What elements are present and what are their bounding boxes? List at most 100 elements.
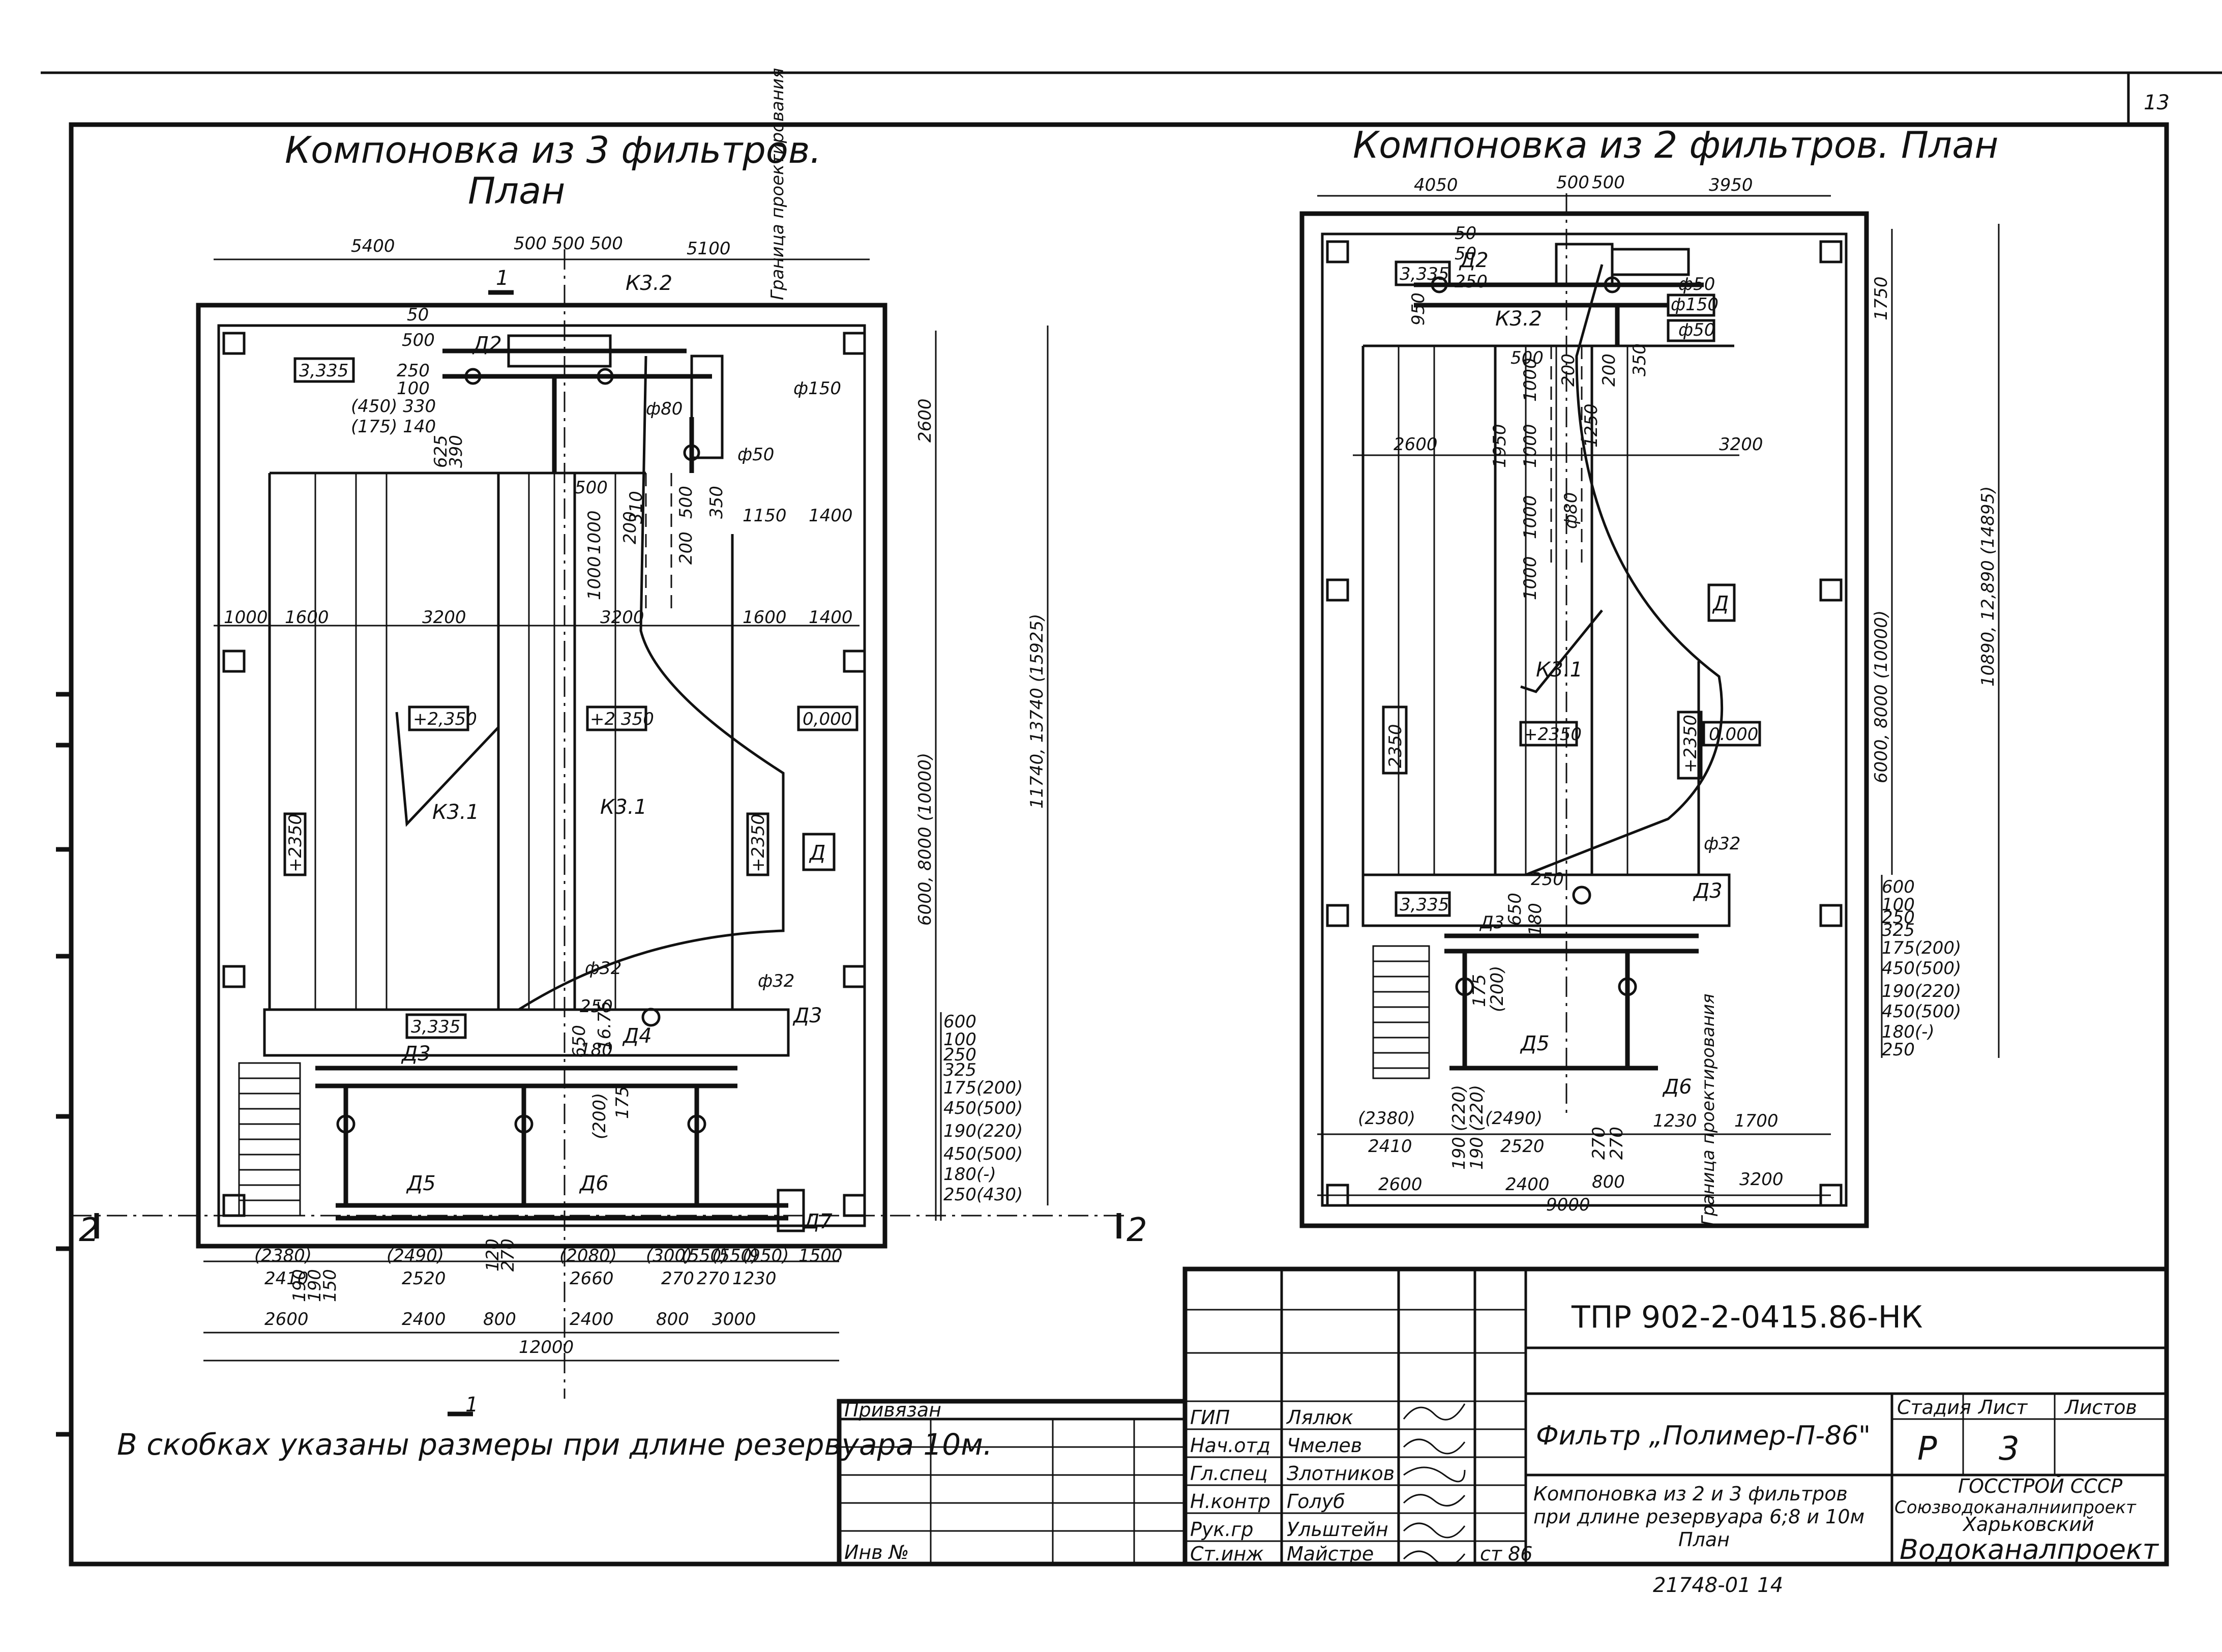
title-block: ТПР 902-2-0415.86-НК Привязан Инв № ГИП …	[837, 1266, 2169, 1567]
left-ul-dim-3: 250	[397, 361, 430, 381]
left-pipe-d3b: Д3	[792, 1004, 822, 1027]
left-pipe-d2: Д2	[472, 333, 502, 356]
right-elev-4: +2350	[1680, 715, 1701, 773]
name-ruk-gr: Ульштейн	[1287, 1518, 1388, 1541]
left-pipe-d5: Д5	[406, 1172, 436, 1195]
right-inner-vdim-1: 950	[1408, 292, 1429, 326]
left-top-dim-2: 500	[514, 233, 547, 254]
left-pipe-f150: ф150	[793, 378, 841, 399]
left-b1-7: (950)	[743, 1246, 789, 1266]
right-plan-title: Компоновка из 2 фильтров. План	[1353, 124, 1998, 166]
right-vdim-1750: 1750	[1871, 276, 1891, 320]
left-pipe-dim-1: 500	[575, 478, 608, 498]
sheet-frame: 13	[41, 71, 2222, 1567]
left-top-dim-5: 5100	[687, 239, 731, 259]
right-inner-vdim-6: 1000	[1520, 556, 1540, 600]
right-zone-boundary	[1525, 264, 1724, 876]
right-elev-5: 0.000	[1709, 724, 1758, 745]
left-b2-3: 2660	[570, 1268, 614, 1289]
right-b1-4: 1700	[1734, 1111, 1779, 1131]
left-pipe-k32: К3.2	[626, 272, 672, 295]
left-right-dim-1: 1150	[743, 506, 787, 526]
right-pipe-f50a: ф50	[1678, 274, 1715, 294]
right-boundary-label: Граница проектирования	[1698, 994, 1719, 1226]
left-elev-3: +2 350	[590, 709, 654, 729]
right-bottom-small-2: 190 (220)	[1467, 1085, 1487, 1170]
right-elev-6: 3,335	[1400, 895, 1449, 915]
left-plan-subtitle: План	[468, 169, 565, 212]
left-low-5: (200)	[589, 1093, 610, 1139]
archive-number: 21748-01 14	[1653, 1574, 1783, 1597]
left-elev-4: 0,000	[803, 709, 852, 729]
right-pipe-k31: К3.1	[1536, 658, 1583, 682]
right-stack-5: 175(200)	[1882, 938, 1961, 958]
doc-code: ТПР 902-2-0415.86-НК	[1571, 1300, 1923, 1335]
left-low-11: 150	[320, 1269, 340, 1302]
right-mid-dim-1: 2600	[1394, 434, 1438, 455]
left-stack-5: 175(200)	[943, 1078, 1023, 1098]
right-stack-7: 190(220)	[1882, 981, 1961, 1001]
left-stack-10: 250(430)	[943, 1185, 1023, 1205]
left-b3-2: 2400	[402, 1309, 446, 1330]
left-low-7: 120	[483, 1238, 503, 1272]
org-line-2: Союзводоканалниипроект	[1894, 1497, 2137, 1518]
left-lower-manifold	[315, 1008, 805, 1232]
left-low-6: 175	[612, 1086, 633, 1119]
left-low-8: 270	[498, 1238, 518, 1272]
right-pipe-f80: ф80	[1561, 492, 1581, 529]
right-b2-2: 2520	[1500, 1136, 1545, 1157]
right-misc-1: 50	[1455, 223, 1476, 244]
right-stack-6: 450(500)	[1882, 958, 1961, 979]
left-stack-1: 600	[943, 1012, 976, 1032]
left-vdim-2600: 2600	[915, 398, 935, 442]
left-pipe-dim-7: 500	[676, 486, 696, 519]
left-pipe-k31a: К3.1	[432, 801, 479, 824]
left-b1-1: (2380)	[254, 1246, 312, 1266]
left-pipe-f80: ф80	[646, 399, 683, 419]
right-stack-3: 250	[1882, 907, 1915, 928]
left-stair	[238, 1062, 301, 1217]
right-misc-6: 250	[1531, 869, 1564, 890]
role-gip: ГИП	[1190, 1406, 1230, 1429]
left-pipe-dim-8: 350	[706, 486, 727, 519]
left-elev-6: +2350	[748, 814, 768, 872]
right-stack-4: 325	[1882, 920, 1915, 940]
left-pipe-f32a: ф32	[585, 958, 621, 979]
right-stack-10: 250	[1882, 1040, 1915, 1060]
left-elev-5: +2350	[285, 814, 306, 872]
name-st-inzh: Майстре	[1287, 1543, 1374, 1565]
left-zone-boundary	[518, 356, 785, 1011]
left-stack-8: 450(500)	[943, 1144, 1023, 1164]
right-inner-vdim-2: 1950	[1490, 424, 1510, 468]
org-line-4: Водоканалпроект	[1900, 1533, 2159, 1566]
left-pipe-d: Д	[809, 841, 825, 865]
right-vdim-6000: 6000, 8000 (10000)	[1871, 610, 1891, 783]
left-top-dim-4: 500	[590, 233, 623, 254]
left-ul-dim-8: 390	[446, 435, 466, 468]
bound-label: Привязан	[844, 1399, 941, 1421]
right-b1-3: 1230	[1653, 1111, 1697, 1131]
left-plan: Компоновка из 3 фильтров. План Граница п…	[71, 68, 1147, 1462]
left-pipe-dim-2: 1000	[584, 510, 605, 554]
left-stack-7: 190(220)	[943, 1121, 1023, 1141]
right-elev-2: 2350	[1385, 724, 1406, 768]
left-stack-2: 100	[943, 1029, 976, 1050]
left-low-10: 190	[305, 1269, 325, 1302]
right-pipe-d3a: Д3	[1479, 912, 1504, 933]
left-top-dim-3: 500	[552, 233, 585, 254]
left-plan-title: Компоновка из 3 фильтров.	[285, 129, 821, 171]
right-stack-1: 600	[1882, 877, 1915, 897]
inv-label: Инв №	[844, 1541, 909, 1563]
right-pipe-d2: Д2	[1459, 249, 1489, 272]
right-inner-vdim-5: 1000	[1520, 495, 1540, 539]
right-stack-2: 100	[1882, 895, 1915, 915]
right-pipe-d3b: Д3	[1693, 879, 1723, 903]
right-b1-2: (2490)	[1485, 1108, 1543, 1129]
left-vdim-11740: 11740, 13740 (15925)	[1027, 614, 1047, 809]
stage-header: Стадия	[1897, 1396, 1971, 1419]
role-st-inzh: Ст.инж	[1190, 1543, 1264, 1565]
sheet-desc-1: Компоновка из 2 и 3 фильтров	[1533, 1483, 1848, 1505]
left-pipe-k31b: К3.1	[600, 795, 647, 819]
right-inner-vdim-8: 200	[1599, 353, 1619, 387]
stage-value: Р	[1917, 1430, 1937, 1468]
